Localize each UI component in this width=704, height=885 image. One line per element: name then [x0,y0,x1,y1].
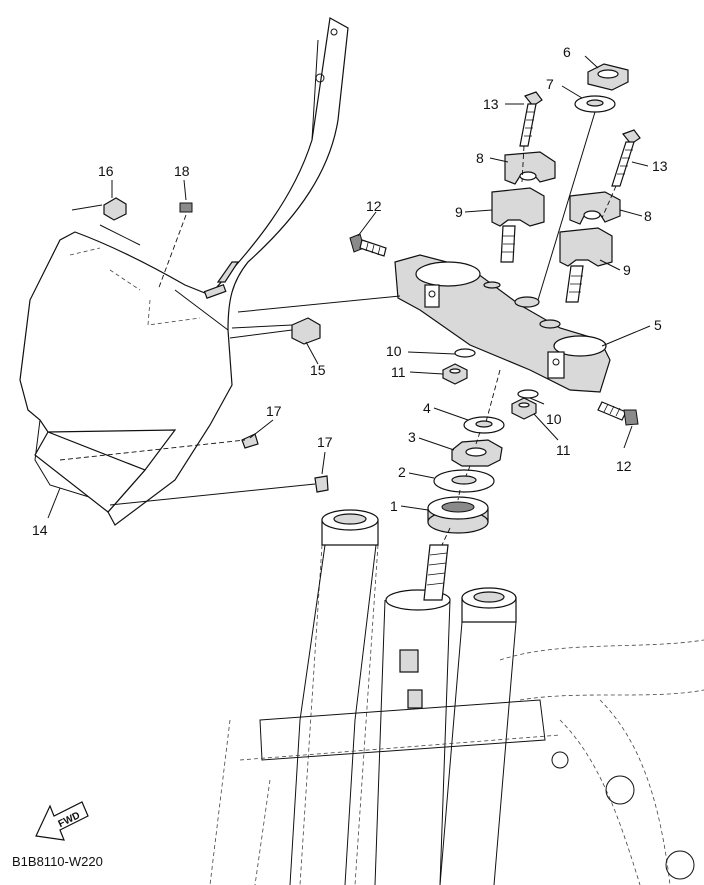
callout-5: 5 [654,317,662,333]
part-10-washer-right [517,389,539,399]
callout-10-left: 10 [386,343,402,359]
part-15-clip [231,317,321,345]
callout-13-left: 13 [483,96,499,112]
part-10-washer-left [454,348,476,358]
callout-10-right: 10 [546,411,562,427]
callout-17-upper: 17 [266,403,282,419]
part-8-holder-left [504,151,556,185]
callout-18: 18 [174,163,190,179]
callout-14: 14 [32,522,48,538]
assembly-lines [229,295,401,339]
callout-3: 3 [408,429,416,445]
part-4-washer [463,416,505,434]
callout-9-left: 9 [455,204,463,220]
callout-8-right: 8 [644,208,652,224]
callout-leaders [47,55,651,519]
callout-11-right: 11 [556,442,571,458]
callout-13-right: 13 [652,158,668,174]
bolt-alignment-lines [521,145,617,219]
number-plate [19,17,349,526]
callout-4: 4 [423,400,431,416]
stem-axis-dashes [441,369,501,546]
part-2-washer [433,469,495,493]
part-11-nut-right [511,397,537,420]
part-6-nut [587,63,629,91]
callout-1: 1 [390,498,398,514]
part-13-bolt-left [519,91,543,147]
callout-17-lower: 17 [317,434,333,450]
part-7-washer [574,95,616,113]
part-13-bolt-right [611,129,641,187]
part-16-clip [71,197,141,246]
fork-tubes-background [209,509,704,885]
part-12-bolt-right [597,401,639,426]
callout-15: 15 [310,362,326,378]
callout-11-left: 11 [391,364,406,380]
axis-line-stem [537,111,596,301]
callout-16: 16 [98,163,114,179]
part-9-holder-right [559,227,613,303]
callout-2: 2 [398,464,406,480]
callout-12-right: 12 [616,458,632,474]
part-11-nut-left [442,363,468,385]
part-9-holder-left [491,187,545,263]
diagram-code: B1B8110-W220 [12,854,103,869]
part-5-upper-clamp [394,254,611,393]
part-17-clip-upper [59,433,259,461]
callout-6: 6 [563,44,571,60]
part-18-screw [157,202,193,291]
fwd-arrow-icon: FWD [35,801,89,841]
part-1-bearing [427,496,489,534]
callout-8-left: 8 [476,150,484,166]
callout-labels: 6 7 13 13 8 8 9 9 12 5 10 11 10 11 12 4 … [32,44,668,538]
part-17-clip-lower [109,475,329,506]
callout-12-left: 12 [366,198,382,214]
part-12-bolt-left [349,233,387,257]
part-3-ring-nut [451,439,503,467]
part-8-holder-right [569,191,621,225]
callout-7: 7 [546,76,554,92]
callout-9-right: 9 [623,262,631,278]
